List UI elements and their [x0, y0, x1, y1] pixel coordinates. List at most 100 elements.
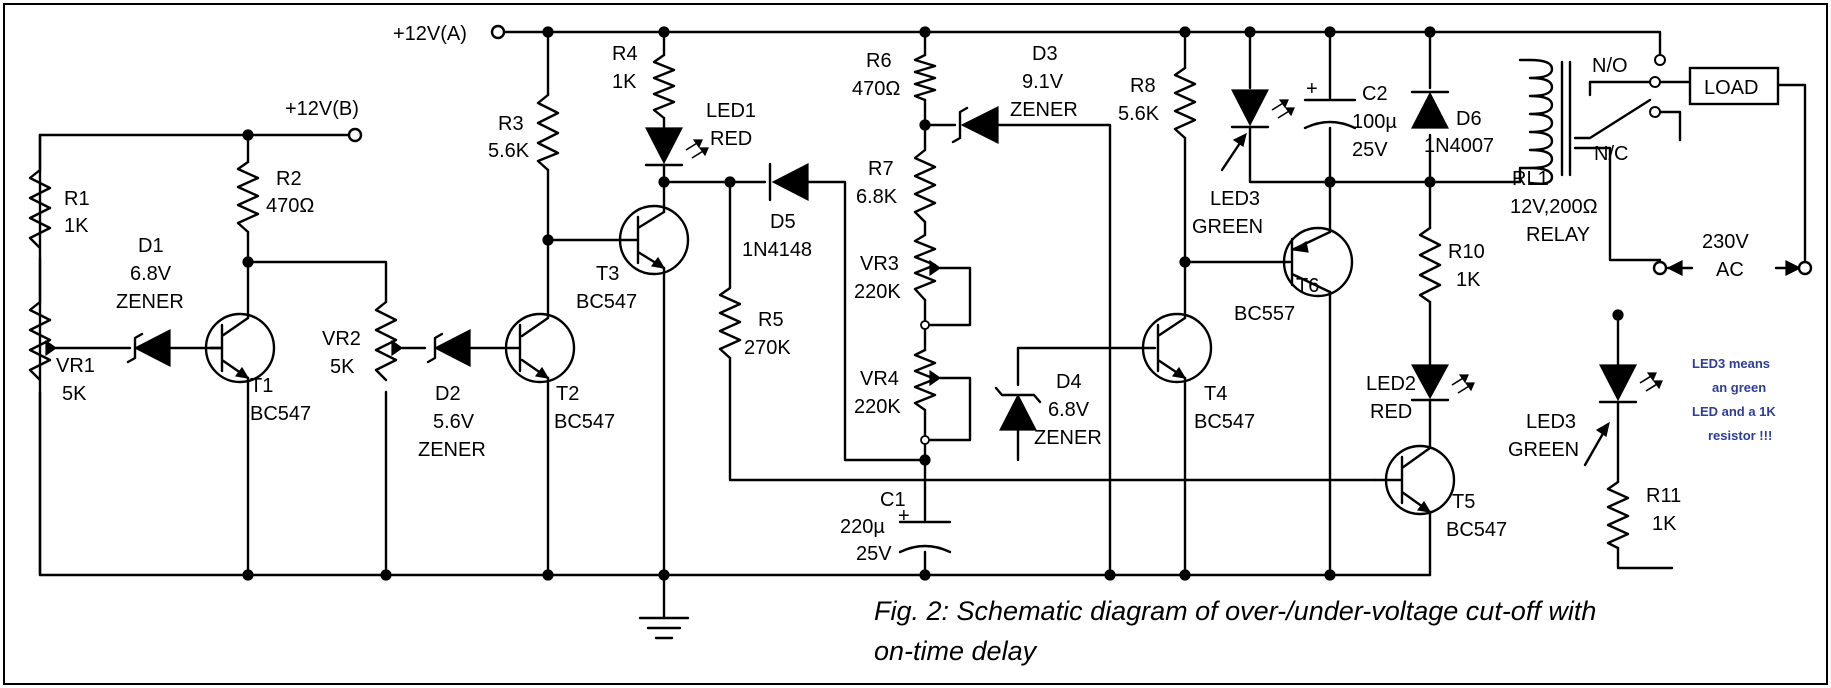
d1-label: D1: [138, 235, 164, 257]
led-led3: [1220, 89, 1295, 172]
legend-led3-color: GREEN: [1508, 439, 1579, 461]
r1-label: R1: [64, 188, 90, 210]
transistor-t1: [204, 312, 276, 384]
d4-voltage: 6.8V: [1048, 399, 1090, 421]
labels: +12V(A) +12V(B) R1 1K VR1 5K R2 470Ω D1 …: [56, 23, 1776, 666]
ac-voltage: 230V: [1702, 231, 1749, 253]
d2-type: ZENER: [418, 439, 486, 461]
vr2-label: VR2: [322, 328, 361, 350]
t3-type: BC547: [576, 291, 637, 313]
r8-label: R8: [1130, 75, 1156, 97]
t1-type: BC547: [250, 403, 311, 425]
t2-type: BC547: [554, 411, 615, 433]
legend-led3-label: LED3: [1526, 411, 1576, 433]
no-contact-label: N/O: [1592, 55, 1628, 77]
t4-label: T4: [1204, 383, 1227, 405]
led3-color: GREEN: [1192, 216, 1263, 238]
diode-d5: [768, 162, 809, 202]
t2-label: T2: [556, 383, 579, 405]
vr3-value: 220K: [854, 281, 901, 303]
load-box: [1688, 66, 1780, 106]
resistor-r6: [913, 53, 937, 102]
r6-label: R6: [866, 50, 892, 72]
r11-label: R11: [1646, 485, 1681, 507]
vr1-label: VR1: [56, 355, 95, 377]
d1-type: ZENER: [116, 291, 184, 313]
t4-type: BC547: [1194, 411, 1255, 433]
rl1-value: 12V,200Ω: [1510, 196, 1598, 218]
r4-label: R4: [612, 43, 638, 65]
c1-label: C1: [880, 489, 906, 511]
r5-label: R5: [758, 309, 784, 331]
d6-label: D6: [1456, 108, 1482, 130]
c1-value: 220µ: [840, 516, 885, 538]
t5-type: BC547: [1446, 519, 1507, 541]
resistors: [28, 53, 1630, 550]
t6-type: BC557: [1234, 303, 1295, 325]
load-label: LOAD: [1704, 77, 1758, 99]
vr4-label: VR4: [860, 368, 899, 390]
d4-type: ZENER: [1034, 427, 1102, 449]
led-legend: [1583, 364, 1663, 467]
c2-value: 100µ: [1352, 111, 1397, 133]
transistor-t4: [1141, 312, 1213, 384]
capacitor-c1: [898, 520, 952, 554]
resistor-r1: [28, 168, 52, 250]
caption-line-1: Fig. 2: Schematic diagram of over-/under…: [874, 596, 1596, 626]
leds: [644, 89, 1663, 467]
resistor-r3: [536, 93, 560, 172]
nc-contact-label: N/C: [1594, 143, 1628, 165]
vr3-label: VR3: [860, 253, 899, 275]
relay-coil: [1528, 58, 1572, 185]
t5-label: T5: [1452, 491, 1475, 513]
led2-label: LED2: [1366, 373, 1416, 395]
led1-label: LED1: [706, 100, 756, 122]
zener-d2: [426, 329, 471, 367]
d5-label: D5: [770, 211, 796, 233]
d2-label: D2: [435, 383, 461, 405]
resistor-r4: [652, 53, 676, 120]
d6-type: 1N4007: [1424, 135, 1494, 157]
resistor-r8: [1173, 66, 1197, 140]
zener-d1: [126, 329, 171, 367]
transistor-t5: [1373, 444, 1456, 516]
zener-d3: [951, 106, 999, 144]
vr4-value: 220K: [854, 396, 901, 418]
junction-dots: [242, 26, 1624, 581]
diodes: [126, 90, 1450, 431]
caption-line-2: on-time delay: [874, 636, 1038, 666]
r2-value: 470Ω: [266, 195, 314, 217]
rl1-type: RELAY: [1526, 224, 1590, 246]
r10-label: R10: [1448, 241, 1485, 263]
c2-label: C2: [1362, 83, 1388, 105]
vr1-value: 5K: [62, 383, 87, 405]
r7-label: R7: [868, 158, 894, 180]
supply-a-label: +12V(A): [393, 23, 467, 45]
r1-value: 1K: [64, 215, 89, 237]
d3-type: ZENER: [1010, 99, 1078, 121]
d1-voltage: 6.8V: [130, 263, 172, 285]
vr2-value: 5K: [330, 356, 355, 378]
t1-label: T1: [250, 375, 273, 397]
r8-value: 5.6K: [1118, 103, 1160, 125]
note-line-4: resistor !!!: [1708, 428, 1772, 443]
note-line-2: an green: [1712, 380, 1766, 395]
r7-value: 6.8K: [856, 186, 898, 208]
resistor-vr1: [28, 300, 52, 382]
wires: [38, 30, 1807, 640]
led-led1: [644, 127, 709, 167]
led3-label: LED3: [1210, 188, 1260, 210]
r2-label: R2: [276, 168, 302, 190]
note-line-3: LED and a 1K: [1692, 404, 1776, 419]
transistor-t3: [618, 204, 690, 276]
c1-plus: +: [898, 505, 910, 527]
r5-value: 270K: [744, 337, 791, 359]
d5-type: 1N4148: [742, 239, 812, 261]
r3-value: 5.6K: [488, 140, 530, 162]
d4-label: D4: [1056, 371, 1082, 393]
resistor-r10: [1418, 226, 1442, 304]
transistors: [204, 204, 1456, 516]
capacitors: [898, 98, 1357, 554]
frame-border: [3, 3, 1828, 685]
